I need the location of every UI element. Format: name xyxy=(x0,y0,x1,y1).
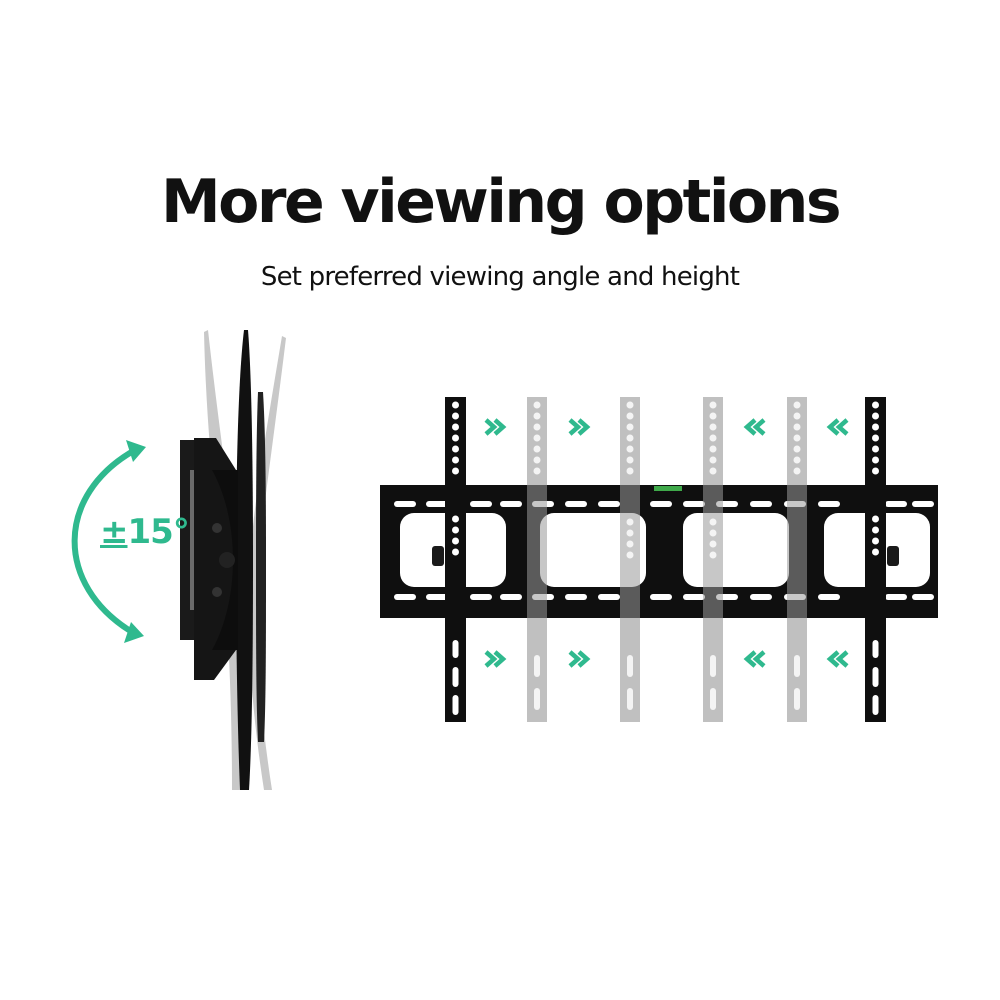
left-vertical-arm xyxy=(445,397,466,722)
tilt-arc-icon xyxy=(71,447,138,635)
arm-holes xyxy=(452,401,879,715)
tv-panel xyxy=(236,330,253,790)
right-knob-icon xyxy=(887,546,899,566)
right-vertical-arm xyxy=(865,397,886,722)
tilt-angle-label: ±15° xyxy=(100,512,190,552)
left-knob-icon xyxy=(432,546,444,566)
arrow-up-icon xyxy=(126,440,146,462)
knob-icon xyxy=(219,552,235,568)
arrow-down-icon xyxy=(124,622,144,643)
bolt-icon xyxy=(212,523,222,533)
bubble-level-icon xyxy=(654,486,682,491)
ghost-panel-front xyxy=(248,336,286,790)
subheadline: Set preferred viewing angle and height xyxy=(260,262,740,292)
tilt-arm xyxy=(212,470,238,650)
ghost-arm-holes xyxy=(533,401,801,710)
headline: More viewing options xyxy=(160,167,842,237)
chevrons-left-top xyxy=(743,418,849,436)
bolt-icon xyxy=(212,587,222,597)
plus-minus-symbol: ± xyxy=(100,512,128,552)
chevrons-right-bottom xyxy=(484,650,591,668)
tilt-angle-value: 15° xyxy=(127,512,190,552)
chevrons-left-bottom xyxy=(743,650,849,668)
tv-panel-edge xyxy=(256,392,266,742)
chevrons-right-top xyxy=(484,418,591,436)
